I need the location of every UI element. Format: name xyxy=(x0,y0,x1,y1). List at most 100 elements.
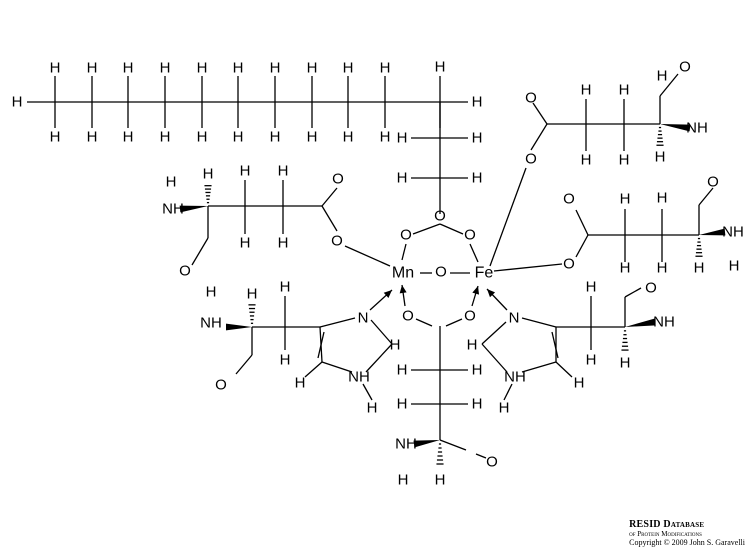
bond-line xyxy=(555,361,573,378)
hydrogen-label: H xyxy=(586,279,597,296)
hydrogen-label: H xyxy=(240,235,251,252)
oxygen-label: O xyxy=(331,233,343,250)
hydrogen-label: H xyxy=(499,400,510,417)
hydrogen-label: H xyxy=(247,286,258,303)
hydrogen-label: H xyxy=(397,130,408,147)
hydrogen-label: H xyxy=(729,258,740,275)
hydrogen-label: H xyxy=(472,396,483,413)
hydrogen-label: H xyxy=(472,130,483,147)
hydrogen-label: H xyxy=(472,362,483,379)
hydrogen-label: H xyxy=(280,279,291,296)
hydrogen-label: H xyxy=(12,94,23,111)
hydrogen-label: H xyxy=(50,129,61,146)
hydrogen-label: H xyxy=(197,129,208,146)
hydrogen-label: H xyxy=(233,129,244,146)
credit-subtitle: of Protein Modifications xyxy=(629,530,702,538)
oxygen-label: O xyxy=(402,308,414,325)
oxygen-label: O xyxy=(179,263,191,280)
hydrogen-label: H xyxy=(343,129,354,146)
hydrogen-label: H xyxy=(160,129,171,146)
hydrogen-label: H xyxy=(472,170,483,187)
bond-line xyxy=(503,383,513,401)
oxygen-label: O xyxy=(434,208,446,225)
hydrogen-label: H xyxy=(472,94,483,111)
bond-line xyxy=(521,317,557,328)
bond-line xyxy=(489,167,527,267)
hydrogen-label: H xyxy=(278,163,289,180)
oxygen-label: O xyxy=(464,308,476,325)
hydrogen-label: H xyxy=(398,472,409,489)
bond-line xyxy=(321,361,353,373)
oxygen-label: O xyxy=(464,227,476,244)
bond-line xyxy=(445,318,463,327)
amine-label: NH xyxy=(200,315,222,332)
hydrogen-label: H xyxy=(295,375,306,392)
hydrogen-label: H xyxy=(233,60,244,77)
hydrogen-label: H xyxy=(206,284,217,301)
bond-line xyxy=(321,205,338,232)
wedge-bond xyxy=(699,228,726,236)
bond-line xyxy=(575,209,589,236)
oxygen-label: O xyxy=(563,191,575,208)
bond-line xyxy=(493,263,563,272)
hydrogen-label: H xyxy=(619,82,630,99)
hydrogen-label: H xyxy=(380,60,391,77)
hydrogen-label: H xyxy=(270,129,281,146)
amine-label: NH xyxy=(504,369,526,386)
bond-line xyxy=(412,223,441,235)
bond-line xyxy=(362,383,373,401)
hydrogen-label: H xyxy=(694,260,705,277)
wedge-bond xyxy=(413,440,440,448)
hydrogen-label: H xyxy=(657,190,668,207)
wedge-bond xyxy=(226,323,252,331)
bond-line xyxy=(304,361,323,378)
hydrogen-label: H xyxy=(160,60,171,77)
hydrogen-label: H xyxy=(307,129,318,146)
hydrogen-label: H xyxy=(343,60,354,77)
bond-line xyxy=(521,361,557,373)
oxygen-label: O xyxy=(400,227,412,244)
hydrogen-label: H xyxy=(87,129,98,146)
bond-line xyxy=(319,317,356,328)
bond-line xyxy=(469,243,479,263)
oxygen-label: O xyxy=(679,59,691,76)
hydrogen-label: H xyxy=(240,163,251,180)
bond-line xyxy=(481,321,507,345)
bond-line xyxy=(317,331,325,359)
credit-database-name: RESID Database xyxy=(629,519,705,530)
bond-line xyxy=(698,187,714,206)
iron-label: Fe xyxy=(475,265,494,282)
hydrogen-label: H xyxy=(620,260,631,277)
amine-label: NH xyxy=(653,314,675,331)
hydrogen-label: H xyxy=(657,260,668,277)
hydrogen-label: H xyxy=(655,149,666,166)
hydrogen-label: H xyxy=(123,60,134,77)
hydrogen-label: H xyxy=(586,352,597,369)
coordination-arrowhead xyxy=(472,286,480,295)
bond-line xyxy=(624,287,642,298)
oxygen-label: O xyxy=(525,151,537,168)
bond-line xyxy=(370,319,393,345)
hydrogen-label: H xyxy=(270,60,281,77)
amine-label: NH xyxy=(395,436,417,453)
hydrogen-label: H xyxy=(574,375,585,392)
hydrogen-label: H xyxy=(581,152,592,169)
hydrogen-label: H xyxy=(50,60,61,77)
hydrogen-label: H xyxy=(166,174,177,191)
oxygen-label: O xyxy=(563,256,575,273)
amine-label: NH xyxy=(686,120,708,137)
coordination-arrowhead xyxy=(487,289,496,298)
nitrogen-label: N xyxy=(358,310,369,327)
bond-line xyxy=(415,318,433,327)
bond-line xyxy=(401,243,407,261)
wedge-bond xyxy=(625,318,656,327)
oxygen-label: O xyxy=(332,171,344,188)
hydrogen-label: H xyxy=(397,170,408,187)
hydrogen-label: H xyxy=(397,396,408,413)
credit-copyright: Copyright © 2009 John S. Garavelli xyxy=(629,538,745,547)
bond-line xyxy=(575,234,589,258)
hydrogen-label: H xyxy=(367,400,378,417)
coordination-arrowhead xyxy=(399,285,407,294)
hydrogen-label: H xyxy=(197,60,208,77)
